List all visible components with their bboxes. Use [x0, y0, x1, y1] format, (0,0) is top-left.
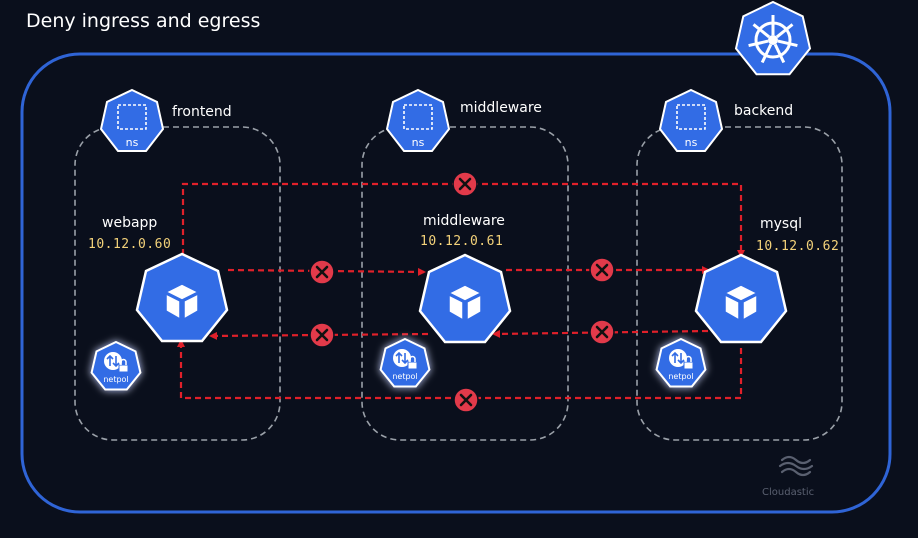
cluster-boundary	[20, 52, 892, 514]
svg-text:netpol: netpol	[103, 375, 128, 384]
namespace-label-backend: backend	[734, 103, 794, 119]
svg-text:netpol: netpol	[668, 372, 693, 381]
svg-text:netpol: netpol	[392, 372, 417, 381]
blocked-flow-mysql-to-middleware	[492, 329, 709, 338]
deny-x-icon	[309, 322, 335, 348]
deny-x-icon	[589, 319, 615, 345]
blocked-flow-webapp-to-middleware	[227, 267, 426, 276]
namespace-icon: ns	[658, 88, 724, 152]
netpol-lock-icon: netpol	[655, 337, 707, 388]
namespace-box-middleware	[361, 126, 569, 441]
netpol-lock-icon: netpol	[90, 340, 142, 391]
deny-x-icon	[452, 171, 478, 197]
svg-text:ns: ns	[126, 136, 139, 149]
deny-x-icon	[309, 259, 335, 285]
pod-cube-icon	[694, 253, 788, 344]
svg-text:ns: ns	[412, 136, 425, 149]
pod-name-middleware: middleware	[423, 213, 505, 229]
namespace-icon: ns	[385, 88, 451, 152]
namespace-box-backend	[636, 126, 843, 441]
namespace-label-frontend: frontend	[172, 104, 232, 120]
pod-name-mysql: mysql	[760, 216, 802, 232]
netpol-lock-icon: netpol	[379, 337, 431, 388]
pod-cube-icon	[418, 253, 512, 344]
deny-x-icon	[589, 257, 615, 283]
namespace-icon: ns	[99, 88, 165, 152]
namespace-label-middleware: middleware	[460, 100, 542, 116]
pod-name-webapp: webapp	[102, 215, 158, 231]
deny-x-icon	[453, 387, 479, 413]
pod-ip-mysql: 10.12.0.62	[756, 239, 840, 254]
cloudastic-logo-icon	[778, 455, 814, 477]
pod-ip-webapp: 10.12.0.60	[88, 237, 172, 252]
namespace-box-frontend	[74, 126, 281, 441]
page-title: Deny ingress and egress	[26, 10, 261, 32]
blocked-flow-middleware-to-webapp	[209, 331, 429, 340]
pod-ip-middleware: 10.12.0.61	[420, 234, 504, 249]
kubernetes-helm-icon	[734, 0, 812, 76]
svg-text:ns: ns	[685, 136, 698, 149]
pod-cube-icon	[135, 252, 229, 343]
watermark-text: Cloudastic	[762, 487, 815, 498]
